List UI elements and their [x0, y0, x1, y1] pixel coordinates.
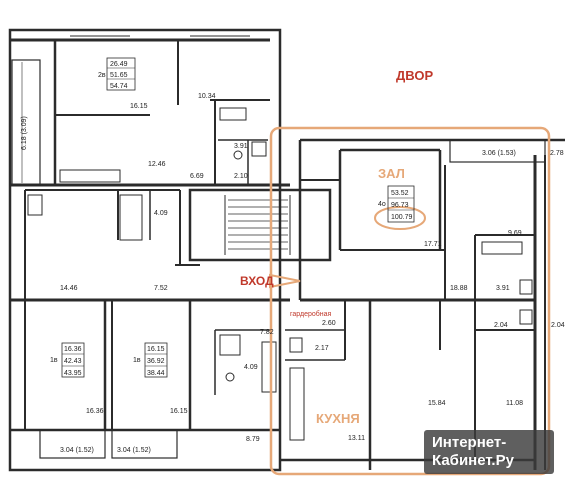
walls	[8, 28, 565, 472]
room-area: 3.91	[234, 143, 248, 150]
living-area: 16.36	[64, 346, 82, 353]
room-area: 14.46	[60, 285, 78, 292]
room-area: 2.10	[234, 173, 248, 180]
apartment-code: 4о	[378, 201, 386, 208]
living-area: 16.15	[147, 346, 165, 353]
apartment-middle-left: 4.09 14.46 7.52	[60, 210, 168, 292]
apartment-code: 1в	[133, 357, 141, 364]
total-area: 42.43	[64, 358, 82, 365]
room-area: 16.15	[130, 103, 148, 110]
room-area: 16.36	[86, 408, 104, 415]
yard-label: ДВОР	[396, 68, 433, 83]
room-area: 18.88	[450, 285, 468, 292]
room-area: 6.69	[190, 173, 204, 180]
full-area: 38.44	[147, 370, 165, 377]
room-area: 10.34	[198, 93, 216, 100]
apartment-code: 1в	[50, 357, 58, 364]
room-area: 2.04	[494, 322, 508, 329]
living-area: 53.52	[391, 190, 409, 197]
room-area: 12.46	[148, 161, 166, 168]
living-area: 26.49	[110, 61, 128, 68]
apartment-center-bottom: 7.82 4.09 8.79	[244, 329, 274, 443]
apartment-4o-highlighted: 4о 53.52 96.73 100.79 17.71 3.06 (1.53) …	[315, 150, 523, 442]
kitchen-label: КУХНЯ	[316, 411, 360, 426]
right-edge-areas: 2.78 2.04	[550, 150, 565, 329]
wardrobe-label: гардеробная	[290, 310, 332, 318]
apartment-1v-bottom-left: 1в 16.36 42.43 43.95 16.36 3.04 (1.52)	[50, 342, 104, 454]
room-area: 3.91	[496, 285, 510, 292]
total-area: 96.73	[391, 202, 409, 209]
watermark: Интернет- Кабинет.Ру	[432, 434, 514, 470]
balcony-area: 6.18 (3.09)	[21, 116, 28, 150]
entrance-label: ВХОД	[240, 274, 274, 288]
room-area: 4.09	[244, 364, 258, 371]
room-area: 11.08	[506, 400, 523, 407]
room-area: 16.15	[170, 408, 188, 415]
highlighted-apartment-outline	[269, 126, 551, 476]
room-area: 2.60	[322, 320, 336, 327]
full-area: 100.79	[391, 214, 413, 221]
balcony-area: 2.78	[550, 150, 564, 157]
balcony-area: 3.04 (1.52)	[117, 447, 151, 454]
room-area: 2.17	[315, 345, 329, 352]
total-area: 36.92	[147, 358, 165, 365]
room-area: 17.71	[424, 241, 442, 248]
room-area: 9.69	[508, 230, 522, 237]
apartment-code: 2в	[98, 72, 106, 79]
room-area: 15.84	[428, 400, 446, 407]
room-area: 2.04	[551, 322, 565, 329]
total-area: 51.65	[110, 72, 128, 79]
watermark-background	[424, 430, 554, 474]
watermark-line1: Интернет-	[432, 434, 507, 451]
room-area: 7.52	[154, 285, 168, 292]
total-area-highlight	[374, 206, 426, 230]
hall-label: ЗАЛ	[378, 166, 405, 181]
watermark-line2: Кабинет.Ру	[432, 452, 514, 469]
room-area: 8.79	[246, 436, 260, 443]
apartment-1v-bottom-middle: 1в 16.15 36.92 38.44 16.15 3.04 (1.52)	[117, 342, 188, 454]
balcony-area: 3.06 (1.53)	[482, 150, 516, 157]
entrance-arrow-icon	[269, 273, 301, 289]
full-area: 43.95	[64, 370, 82, 377]
room-area: 7.82	[260, 329, 274, 336]
full-area: 54.74	[110, 83, 128, 90]
room-area: 4.09	[154, 210, 168, 217]
room-area: 13.11	[348, 435, 365, 442]
apartment-2v-top-left: 2в 26.49 51.65 54.74 16.15 10.34 12.46 6…	[21, 57, 248, 180]
balcony-area: 3.04 (1.52)	[60, 447, 94, 454]
